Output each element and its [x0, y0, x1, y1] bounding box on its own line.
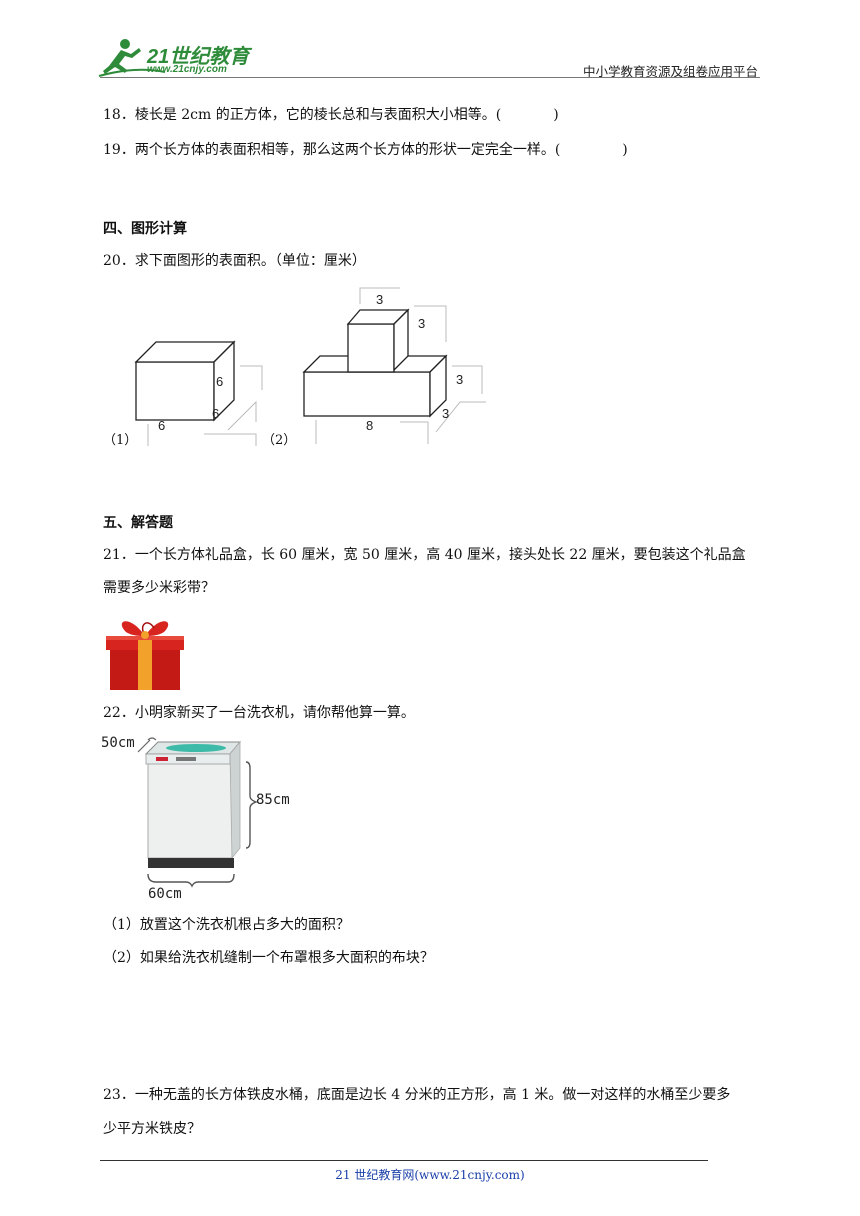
top-dim-width: 3	[376, 292, 383, 307]
question-19-text: 19．两个长方体的表面积相等，那么这两个长方体的形状一定完全一样。(	[103, 142, 561, 158]
figure-1-label: （1）	[103, 433, 138, 448]
washer-depth-label: 50cm	[101, 735, 135, 751]
question-19: 19．两个长方体的表面积相等，那么这两个长方体的形状一定完全一样。()	[103, 139, 628, 161]
top-side-face	[393, 308, 409, 372]
cube-dim-bottom: 6	[158, 418, 165, 433]
question-18-text: 18．棱长是 2cm 的正方体，它的棱长总和与表面积大小相等。(	[103, 107, 502, 123]
question-22-part-2: （2）如果给洗衣机缝制一个布罩根多大面积的布块？	[103, 950, 434, 966]
header-divider	[100, 77, 760, 78]
base-dim-height: 3	[456, 372, 463, 387]
base-dim-width: 8	[366, 418, 373, 433]
top-front-face	[347, 323, 395, 373]
footer-link[interactable]: 21 世纪教育网(www.21cnjy.com)	[335, 1168, 525, 1182]
logo: 21世纪教育 www.21cnjy.com	[95, 36, 265, 78]
washer-body	[147, 763, 233, 859]
question-21-line-1: 21．一个长方体礼品盒，长 60 厘米，宽 50 厘米，高 40 厘米，接头处长…	[103, 547, 746, 563]
base-side-face	[429, 354, 447, 418]
gift-box-icon	[106, 621, 184, 690]
platform-name: 中小学教育资源及组卷应用平台	[582, 64, 758, 79]
question-22: 22．小明家新买了一台洗衣机，请你帮他算一算。	[103, 705, 415, 721]
top-dim-height: 3	[418, 316, 425, 331]
base-front-face	[303, 371, 431, 417]
section-5-title: 五、解答题	[103, 515, 173, 531]
washer-height-label: 85cm	[256, 792, 290, 808]
question-21-line-2: 需要多少米彩带？	[103, 580, 215, 596]
question-19-close: )	[622, 142, 628, 158]
cube-side-face	[213, 340, 235, 422]
washer-width-label: 60cm	[148, 886, 182, 902]
question-23-line-2: 少平方米铁皮？	[103, 1121, 201, 1137]
cube-figure: 6 6 6	[134, 340, 263, 446]
cube-dim-front: 6	[216, 374, 223, 389]
question-23-line-1: 23．一种无盖的长方体铁皮水桶，底面是边长 4 分米的正方形，高 1 米。做一对…	[103, 1087, 731, 1103]
logo-text: 21世纪教育	[147, 46, 250, 68]
logo-runner-icon	[98, 39, 166, 77]
cube-front-face	[135, 361, 215, 421]
figure-2-label: （2）	[262, 433, 297, 448]
cube-dim-side: 6	[212, 406, 219, 421]
logo-url: www.21cnjy.com	[147, 64, 227, 75]
stacked-cuboid-figure: 3 3 3 3 8	[302, 287, 486, 444]
question-18-close: )	[553, 107, 559, 123]
section-4-title: 四、图形计算	[103, 221, 187, 237]
base-dim-depth: 3	[442, 406, 449, 421]
question-18: 18．棱长是 2cm 的正方体，它的棱长总和与表面积大小相等。()	[103, 104, 559, 126]
question-20: 20．求下面图形的表面积。（单位：厘米）	[103, 253, 366, 269]
footer-divider	[100, 1160, 708, 1161]
washing-machine-illustration	[137, 737, 259, 888]
question-22-part-1: （1）放置这个洗衣机根占多大的面积？	[103, 917, 350, 933]
